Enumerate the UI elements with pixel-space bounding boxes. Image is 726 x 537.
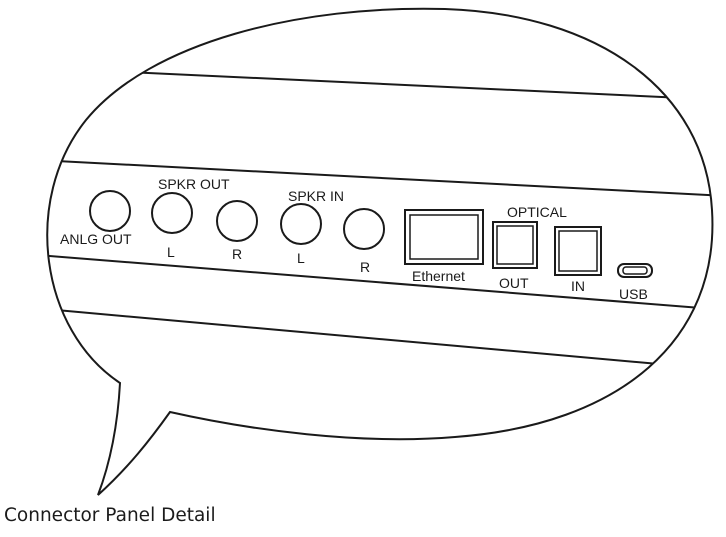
optical-group-label: OPTICAL	[507, 204, 567, 220]
spkr-in-r-label: R	[360, 259, 370, 275]
chassis-top-edge	[47, 65, 713, 101]
spkr-out-l-jack	[151, 192, 193, 234]
optical-in-port-inner	[558, 230, 598, 272]
chassis-lines	[47, 65, 713, 371]
spkr-in-l-jack	[280, 203, 322, 245]
spkr-in-r-jack	[343, 208, 385, 250]
spkr-in-group-label: SPKR IN	[288, 188, 344, 204]
speech-bubble-outline	[46, 7, 714, 496]
optical-out-label: OUT	[499, 275, 529, 291]
panel-bottom-edge	[47, 251, 713, 311]
diagram-caption: Connector Panel Detail	[4, 505, 216, 526]
anlg-out-jack	[89, 190, 131, 232]
anlg-out-label: ANLG OUT	[60, 231, 132, 247]
spkr-out-r-jack	[216, 200, 258, 242]
ethernet-port-inner	[409, 214, 479, 260]
spkr-in-l-label: L	[297, 250, 305, 266]
usb-label: USB	[619, 286, 648, 302]
spkr-out-r-label: R	[232, 246, 242, 262]
spkr-out-l-label: L	[167, 244, 175, 260]
ethernet-label: Ethernet	[412, 268, 465, 284]
chassis-bottom-edge	[47, 304, 713, 371]
optical-in-label: IN	[571, 278, 585, 294]
optical-out-port-inner	[496, 225, 534, 265]
spkr-out-group-label: SPKR OUT	[158, 176, 230, 192]
usb-port-inner	[622, 266, 648, 275]
panel-top-edge	[47, 157, 713, 197]
